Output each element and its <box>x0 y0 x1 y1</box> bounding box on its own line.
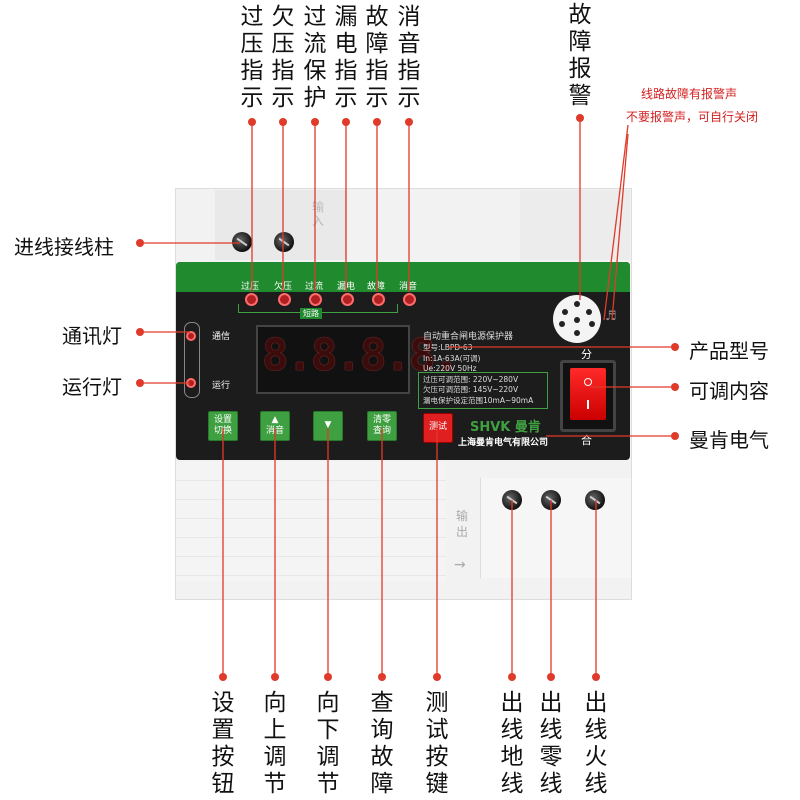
adjust-box <box>418 372 548 409</box>
label-query-fault: 查询故障 <box>370 690 394 797</box>
dot-top-3 <box>311 118 319 126</box>
input-terminal-screw-1[interactable] <box>232 232 252 252</box>
current-line: In:1A-63A(可调) <box>423 354 481 363</box>
seven-segment-display-frame <box>256 325 410 394</box>
dot-top-2 <box>279 118 287 126</box>
test-button-label: 测试 <box>428 422 447 432</box>
switch-i-mark <box>587 400 589 409</box>
down-arrow-icon: ▼ <box>324 420 332 430</box>
status-light-frame <box>184 322 200 398</box>
input-terminal-screw-2[interactable] <box>274 232 294 252</box>
dot-top-5 <box>373 118 381 126</box>
led-leakage <box>341 293 354 306</box>
label-output-neutral: 出线零线 <box>539 690 563 797</box>
run-label: 运行 <box>212 381 231 391</box>
led-label-mute: 消音 <box>399 282 418 292</box>
dot-top-1 <box>248 118 256 126</box>
label-fault-alarm: 故障报警 <box>568 2 592 109</box>
device-lower-block <box>176 462 446 582</box>
query-button-line1: 清零 <box>372 415 391 425</box>
led-mute <box>403 293 416 306</box>
switch-o-mark <box>584 378 592 386</box>
brand-logo: SHVK 曼肯 <box>470 420 541 435</box>
output-text: 输出 <box>456 509 469 539</box>
label-output-ground: 出线地线 <box>500 690 524 797</box>
led-overcurrent <box>309 293 322 306</box>
switch-label-off: 分 <box>581 348 592 361</box>
led-label-overvoltage: 过压 <box>241 282 260 292</box>
output-arrow-icon: → <box>454 557 466 573</box>
output-live-screw[interactable] <box>585 490 605 510</box>
model-line: 型号:LBPD-63 <box>423 343 473 352</box>
switch-rocker[interactable] <box>570 368 606 420</box>
buzzer-holes <box>557 299 597 339</box>
speaker-icon: ♬ <box>605 309 617 324</box>
switch-label-on-text: 合 <box>581 434 592 447</box>
label-settings-button: 设置按钮 <box>211 690 235 797</box>
dot-adjust <box>671 383 679 391</box>
dot-terminal <box>136 239 144 247</box>
label-run-light: 运行灯 <box>62 375 122 399</box>
dot-top-4 <box>342 118 350 126</box>
dot-model <box>671 343 679 351</box>
dot-bottom-7 <box>547 673 555 681</box>
dot-bottom-6 <box>508 673 516 681</box>
label-down-adjust: 向下调节 <box>316 690 340 797</box>
label-input-terminal: 进线接线柱 <box>14 235 114 259</box>
dot-brand <box>671 432 679 440</box>
led-label-overcurrent: 过流 <box>305 282 324 292</box>
led-undervoltage <box>278 293 291 306</box>
label-product-model: 产品型号 <box>689 339 769 363</box>
label-overvoltage-indicator: 过压指示 <box>240 4 264 111</box>
dot-bottom-1 <box>219 673 227 681</box>
up-arrow-icon: ▲ <box>271 415 279 425</box>
led-fault <box>372 293 385 306</box>
label-adjustable-content: 可调内容 <box>689 379 769 403</box>
label-brand: 曼肯电气 <box>689 428 769 452</box>
comm-label: 通信 <box>212 332 231 342</box>
device-top-right-block <box>520 190 630 260</box>
alarm-note-2: 不要报警声，可自行关闭 <box>626 110 759 124</box>
dot-alarm <box>576 114 584 122</box>
label-overcurrent-protection: 过流保护 <box>303 4 327 111</box>
alarm-rocker-switch[interactable] <box>560 360 616 432</box>
company-name: 上海曼肯电气有限公司 <box>458 438 549 448</box>
test-button[interactable]: 测试 <box>423 413 453 443</box>
product-title: 自动重合闸电源保护器 <box>423 332 514 342</box>
label-output-live: 出线火线 <box>584 690 608 797</box>
overvoltage-range: 过压可调范围: 220V~280V <box>423 375 519 384</box>
dot-bottom-3 <box>324 673 332 681</box>
label-comm-light: 通讯灯 <box>62 324 122 348</box>
dot-bottom-5 <box>433 673 441 681</box>
dot-comm <box>136 328 144 336</box>
undervoltage-range: 欠压可调范围: 145V~220V <box>423 385 519 394</box>
settings-button-line1: 设置 <box>213 415 232 425</box>
leakage-range: 漏电保护设定范围10mA~90mA <box>423 396 534 405</box>
label-fault-indicator: 故障指示 <box>365 4 389 111</box>
alarm-note-1: 线路故障有报警声 <box>641 87 738 101</box>
label-undervoltage-indicator: 欠压指示 <box>271 4 295 111</box>
dot-bottom-2 <box>271 673 279 681</box>
label-up-adjust: 向上调节 <box>263 690 287 797</box>
label-test-button: 测试按键 <box>425 690 449 797</box>
comm-light <box>186 331 196 341</box>
voltage-line: Ue:220V 50Hz <box>423 364 477 373</box>
label-mute-indicator: 消音指示 <box>397 4 421 111</box>
led-label-fault: 故障 <box>367 282 386 292</box>
short-circuit-label: 短路 <box>300 308 322 319</box>
dot-top-6 <box>405 118 413 126</box>
label-leakage-indicator: 漏电指示 <box>334 4 358 111</box>
dot-run <box>136 379 144 387</box>
dot-bottom-8 <box>592 673 600 681</box>
dot-bottom-4 <box>378 673 386 681</box>
led-overvoltage <box>245 293 258 306</box>
